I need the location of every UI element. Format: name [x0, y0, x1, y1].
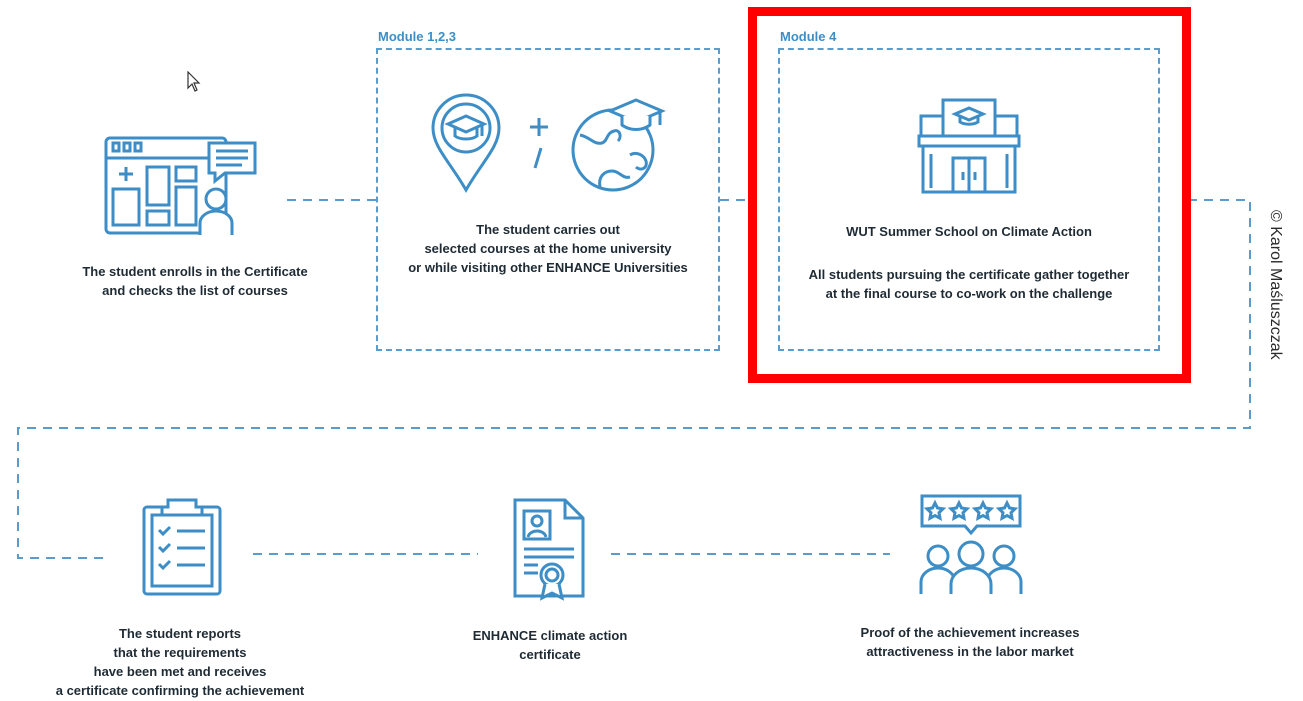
location-pin-graduation-cap-icon: [430, 92, 502, 194]
report-caption: The student reports that the requirement…: [55, 626, 305, 698]
module-4-box: [778, 48, 1160, 351]
enroll-caption: The student enrolls in the Certificate a…: [82, 264, 308, 298]
certificate-caption: ENHANCE climate action certificate: [472, 628, 628, 662]
module-123-label: Module 1,2,3: [378, 29, 457, 44]
modules-123-caption: The student carries out selected courses…: [408, 222, 688, 275]
clipboard-checklist-icon: [141, 497, 223, 597]
enrollment-dashboard-icon: [104, 135, 259, 240]
plus-or-icon: [526, 112, 552, 172]
people-rating-stars-icon: [918, 492, 1024, 598]
mouse-cursor-icon: [187, 71, 201, 93]
globe-graduation-cap-icon: [570, 95, 670, 195]
proof-caption: Proof of the achievement increases attra…: [860, 625, 1080, 659]
module-4-title: WUT Summer School on Climate Action: [846, 224, 1092, 239]
module-4-caption: All students pursuing the certificate ga…: [808, 267, 1130, 301]
module-123-box: [376, 48, 720, 351]
copyright-text: © Karol Maśluszczak: [1267, 210, 1284, 360]
module-4-highlight-frame: [748, 7, 1191, 383]
university-building-icon: [917, 96, 1021, 196]
module-4-label: Module 4: [780, 29, 837, 44]
certificate-document-icon: [512, 497, 586, 601]
